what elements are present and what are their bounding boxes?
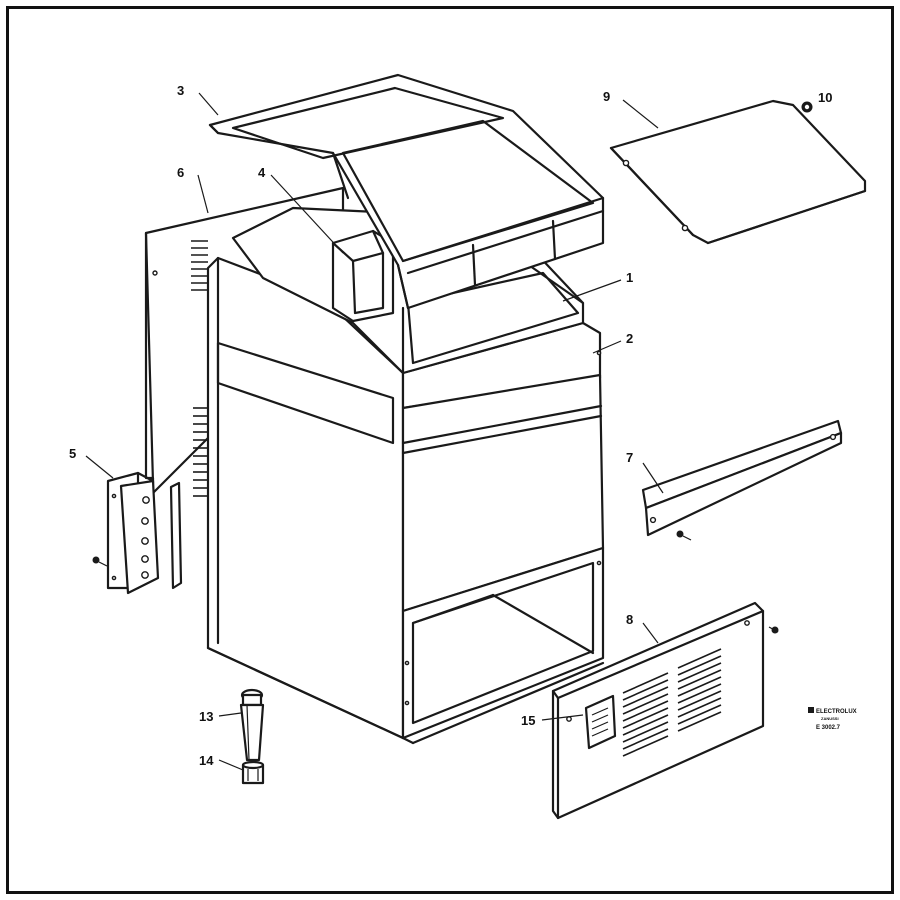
logo-code: E 3002.7 xyxy=(816,725,841,731)
adjustable-foot xyxy=(239,688,265,762)
callout-labels: 1 2 3 4 5 6 7 8 9 10 13 14 15 xyxy=(69,83,832,768)
exploded-view-diagram: 1 2 3 4 5 6 7 8 9 10 13 14 15 ELECTROLUX… xyxy=(69,73,867,820)
callout-9: 9 xyxy=(603,89,610,104)
hinge-bracket xyxy=(92,471,183,595)
diagram-frame: 1 2 3 4 5 6 7 8 9 10 13 14 15 ELECTROLUX… xyxy=(6,6,894,894)
callout-6: 6 xyxy=(177,165,184,180)
foot-base xyxy=(241,760,265,785)
front-louvre-panel xyxy=(551,601,779,820)
callout-14: 14 xyxy=(199,753,214,768)
logo-brand: ELECTROLUX xyxy=(816,709,857,715)
cabinet-body xyxy=(206,256,605,745)
callout-2: 2 xyxy=(626,331,633,346)
callout-1: 1 xyxy=(626,270,633,285)
logo-sub: ZANUSSI xyxy=(821,716,839,721)
callout-10: 10 xyxy=(818,90,832,105)
callout-7: 7 xyxy=(626,450,633,465)
manufacturer-logo: ELECTROLUX ZANUSSI E 3002.7 xyxy=(808,707,857,731)
callout-8: 8 xyxy=(626,612,633,627)
callout-15: 15 xyxy=(521,713,535,728)
lid xyxy=(609,99,867,245)
callout-13: 13 xyxy=(199,709,213,724)
top-frame xyxy=(208,73,605,310)
knob xyxy=(801,101,813,113)
callout-4: 4 xyxy=(258,165,266,180)
plinth-strip xyxy=(641,419,843,541)
leader-lines xyxy=(85,92,664,771)
callout-5: 5 xyxy=(69,446,76,461)
callout-3: 3 xyxy=(177,83,184,98)
